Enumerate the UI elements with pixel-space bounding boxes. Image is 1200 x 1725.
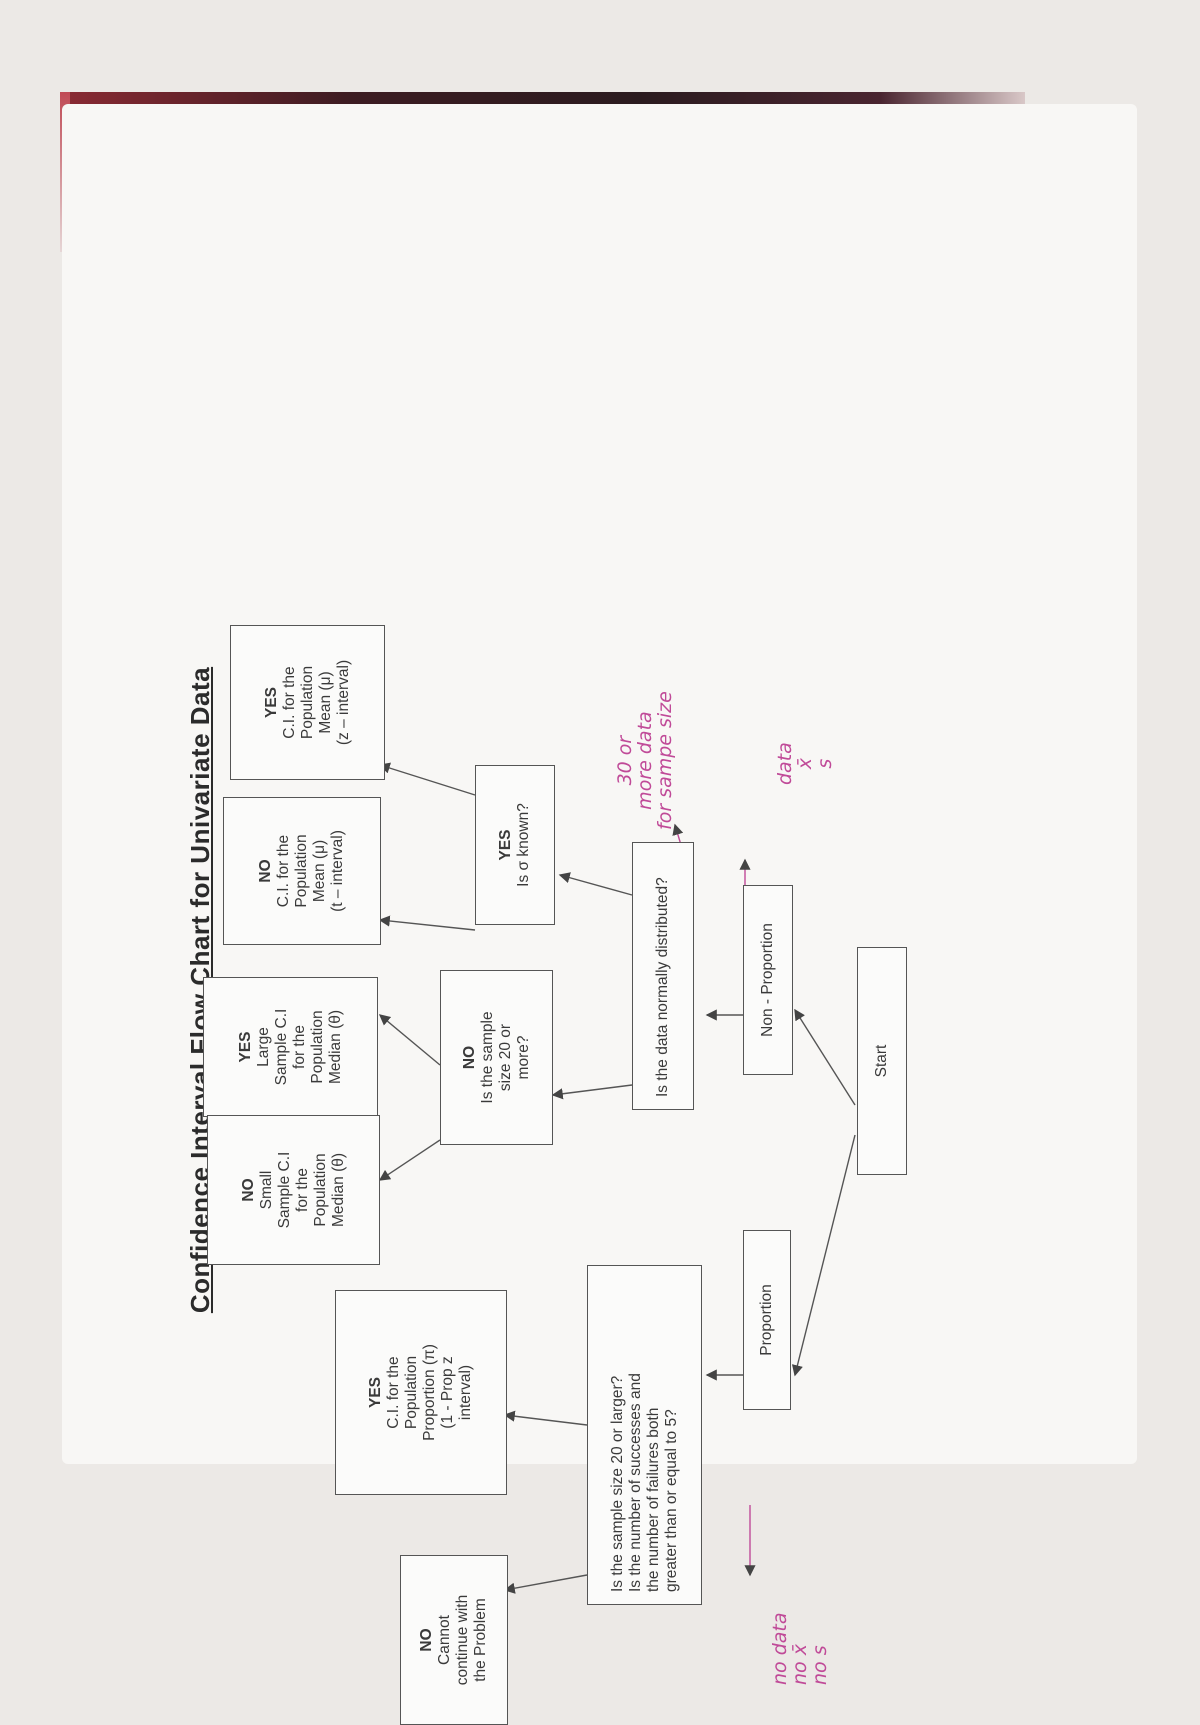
small-line-3: for the [293,1168,311,1212]
non-proportion-label: Non - Proportion [759,923,776,1037]
normally-distributed-node: Is the data normally distributed? [632,842,694,1110]
sample-size-node: NO Is the sample size 20 or more? [440,970,553,1145]
handwriting-nodata-3: no s [809,1645,831,1685]
z-line-3: Mean (μ) [316,671,334,734]
prop-yes-line-3: Proportion (π) [421,1344,438,1441]
prop-yes-label: YES [367,1377,384,1409]
prop-yes-line-1: C.I. for the [385,1356,402,1429]
large-line-4: Population [308,1010,326,1084]
proportion-yes-node: YES C.I. for the Population Proportion (… [335,1290,507,1495]
edge-normal-sigma [558,872,633,896]
non-proportion-node: Non - Proportion [743,885,793,1075]
edge-size-large [378,1014,441,1066]
prop-yes-line-5: interval) [457,1364,474,1421]
proportion-no-node: NO Cannot continue with the Problem [400,1555,508,1725]
prop-question-line-4: greater than or equal to 5? [662,1409,680,1592]
handwriting-thirty-3: for sampe size [654,691,676,830]
sigma-yes-label: YES [497,829,514,861]
small-no-label: NO [239,1178,257,1202]
large-line-1: Large [254,1027,272,1067]
small-line-4: Population [311,1153,329,1227]
z-yes-label: YES [262,687,280,719]
prop-no-label: NO [418,1628,435,1652]
large-line-2: Sample C.I [272,1008,290,1086]
t-line-4: (t – interval) [329,830,346,912]
sigma-known-node: YES Is σ known? [475,765,555,925]
edge-start-prop [791,1134,856,1377]
proportion-node: Proportion [743,1230,791,1410]
large-line-5: Median (θ) [326,1009,344,1085]
z-line-4: (z – interval) [334,659,352,746]
prop-no-line-1: Cannot [436,1615,453,1665]
large-sample-node: YES Large Sample C.I for the Population … [203,977,378,1117]
handwriting-data-3: s [814,758,836,769]
size-question-label: Is the sample size 20 or more? [478,1011,532,1104]
edge-question-no [503,1574,588,1594]
flowchart: Confidence Interval Flow Chart for Univa… [185,395,985,1725]
t-line-3: Mean (μ) [311,839,328,903]
handwriting-nodata-1: no data [769,1612,791,1685]
edge-sigma-t [378,915,476,931]
proportion-label: Proportion [758,1284,775,1356]
small-line-2: Sample C.I [275,1151,293,1229]
start-node: Start [857,947,907,1175]
photo-edge-top [60,92,1025,104]
small-sample-node: NO Small Sample C.I for the Population M… [207,1115,380,1265]
prop-question-line-2: Is the number of successes and [626,1373,644,1592]
t-interval-node: NO C.I. for the Population Mean (μ) (t –… [223,797,381,945]
handwriting-nodata-2: no x̄ [789,1644,811,1685]
prop-yes-line-2: Population [403,1355,420,1430]
prop-no-line-2: continue with [454,1594,471,1686]
proportion-question-node: Is the sample size 20 or larger? Is the … [587,1265,702,1605]
prop-question-line-3: the number of failures both [644,1407,662,1592]
z-line-2: Population [298,665,316,740]
edge-question-yes [503,1410,588,1426]
prop-yes-line-4: (1 - Prop z [439,1356,456,1429]
handwriting-data: data x̄ s [774,742,836,785]
start-label: Start [873,1044,890,1078]
size-no-label: NO [460,1045,478,1070]
prop-no-line-3: the Problem [472,1598,489,1682]
handwriting-thirty-1: 30 or [614,735,636,786]
handwriting-thirty: 30 or more data for sampe size [614,691,676,830]
z-interval-node: YES C.I. for the Population Mean (μ) (z … [230,625,385,780]
sigma-question-label: Is σ known? [515,803,532,887]
handwriting-thirty-2: more data [634,711,656,810]
prop-question-line-1: Is the sample size 20 or larger? [608,1375,626,1592]
t-line-2: Population [293,834,310,908]
small-line-1: Small [257,1170,275,1210]
t-line-1: C.I. for the [275,834,292,908]
edge-start-nonprop [794,1008,856,1106]
edge-sigma-z [378,762,476,796]
edge-size-small [378,1139,441,1181]
handwriting-data-1: data [774,742,796,785]
large-line-3: for the [290,1025,308,1069]
normally-distributed-label: Is the data normally distributed? [654,877,671,1097]
handwriting-nodata: no data no x̄ no s [769,1612,831,1685]
handwriting-data-2: x̄ [794,757,816,770]
small-line-5: Median (θ) [329,1152,347,1228]
t-no-label: NO [257,859,274,883]
edge-normal-size [551,1084,633,1100]
z-line-1: C.I. for the [280,666,298,739]
large-yes-label: YES [236,1031,254,1063]
